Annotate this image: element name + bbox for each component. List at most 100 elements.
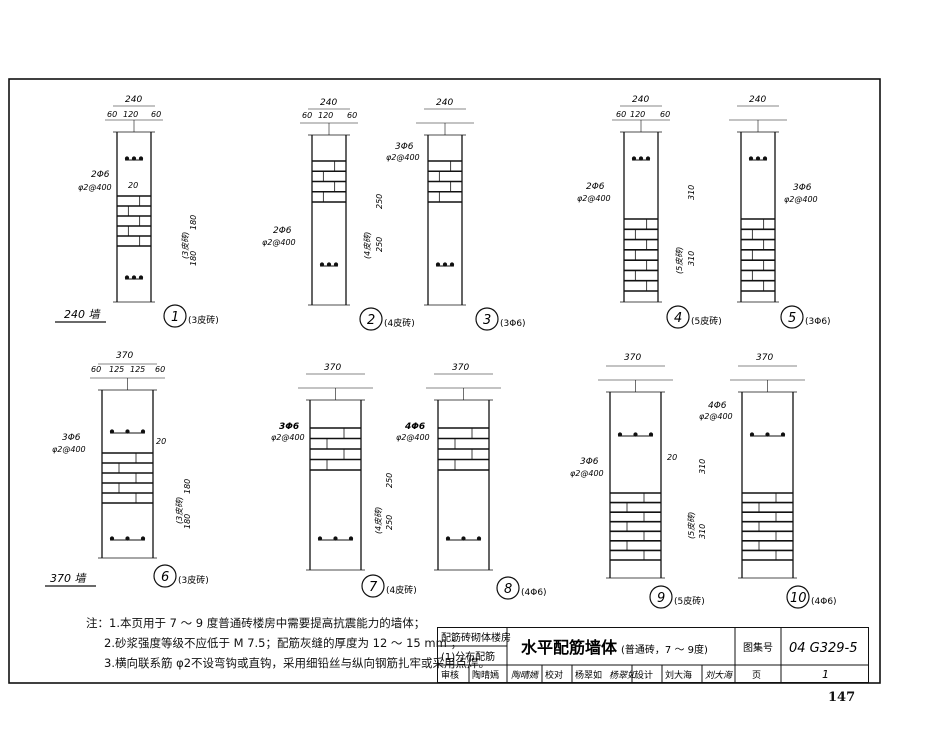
detail-number-2: 2 [367,313,375,328]
detail-circle-9 [649,585,673,609]
rebar-3phi6-4: 3Φ6 [279,422,299,432]
tb-reviewer-sign: 陶晴嫣 [511,670,540,681]
wall-section-8 [426,373,501,571]
detail-circle-3 [475,307,499,331]
detail-tag-2: (4皮砖) [384,317,415,329]
note-2: 2.砂浆强度等级不应低于 M 7.5；配筋灰缝的厚度为 12 ～ 15 mm ； [104,636,462,650]
detail-number-5: 5 [788,311,796,326]
tb-designer: 刘大海 [665,669,692,681]
title-block: 配筋砖砌体楼房 (1)分布配筋 水平配筋墙体 (普通砖，7 ～ 9度) 图集号 … [437,627,869,683]
dim-250-c: 250 [385,473,394,488]
wall-section-4 [612,105,670,303]
wall-section-1 [105,105,163,303]
detail-circle-1 [163,304,187,328]
tie-3: φ2@400 [386,153,420,162]
detail-number-10: 10 [790,591,807,606]
detail-circle-4 [666,305,690,329]
rebar-3phi6-2: 3Φ6 [793,183,812,193]
dim-370-4: 370 [624,353,641,363]
tie-9: φ2@400 [570,469,604,478]
wall-section-7 [298,373,373,571]
rebar-4phi6-1: 4Φ6 [404,422,425,432]
dim-240-5: 240 [749,95,766,105]
tb-page-label: 页 [752,670,761,681]
sheet-border [8,78,881,684]
dim-180-a: 180 [189,215,198,230]
detail-circle-2 [359,307,383,331]
wall-section-6 [90,363,165,559]
dim-60-a: 60 [107,110,117,119]
rebar-3phi6-3: 3Φ6 [62,433,81,443]
tie-1: φ2@400 [78,183,112,192]
page-number: 147 [828,690,856,705]
detail-tag-10: (4Φ6) [811,597,837,607]
courses-3-a: (3皮砖) [181,232,190,259]
rebar-4phi6-2: 4Φ6 [708,401,727,411]
detail-number-6: 6 [161,570,169,585]
dim-180-c: 180 [183,479,192,494]
dim-20-a: 20 [128,181,138,190]
wall-370-label: 370 墙 [50,572,87,585]
detail-circle-8 [496,576,520,600]
rebar-3phi6-1: 3Φ6 [395,142,414,152]
note-3: 3.横向联系筋 φ2不设弯钩或直钩，采用细铅丝与纵向钢筋扎牢或采用点焊。 [104,656,491,670]
dim-125-b: 125 [130,365,145,374]
courses-5-a: (5皮砖) [675,247,684,274]
tb-review-label: 审核 [441,669,459,681]
tb-atlas-no: 04 G329-5 [789,641,858,656]
wall-240-label: 240 墙 [64,308,101,321]
detail-tag-8: (4Φ6) [521,588,547,598]
tb-subcategory: (1)分布配筋 [441,650,495,663]
rebar-3phi6-5: 3Φ6 [580,457,599,467]
rebar-2phi6-3: 2Φ6 [586,182,605,192]
dim-370-3: 370 [452,363,469,373]
detail-tag-9: (5皮砖) [674,595,705,607]
dim-20-c: 20 [667,453,677,462]
tie-10: φ2@400 [699,412,733,421]
tb-reviewer: 陶晴嫣 [472,669,499,681]
tb-page: 1 [822,668,829,681]
tie-7: φ2@400 [271,433,305,442]
courses-4-b: (4皮砖) [374,507,383,534]
dim-60-f: 60 [660,110,670,119]
dim-60-h: 60 [155,365,165,374]
tie-8: φ2@400 [396,433,430,442]
dim-180-b: 180 [189,251,198,266]
dim-120-c: 120 [630,110,645,119]
detail-number-4: 4 [674,311,682,326]
detail-tag-1: (3皮砖) [188,314,219,326]
dim-60-g: 60 [91,365,101,374]
dim-310-d: 310 [698,524,707,539]
dim-370-5: 370 [756,353,773,363]
dim-120-a: 120 [123,110,138,119]
detail-circle-7 [361,574,385,598]
rebar-2phi6-1: 2Φ6 [91,170,110,180]
tb-atlas-label: 图集号 [743,641,773,654]
dim-125-a: 125 [109,365,124,374]
dim-240-2: 240 [320,98,337,108]
dim-370-2: 370 [324,363,341,373]
dim-310-c: 310 [698,459,707,474]
tb-title-note: (普通砖，7 ～ 9度) [621,643,708,656]
rebar-2phi6-2: 2Φ6 [273,226,292,236]
dim-20-b: 20 [156,437,166,446]
courses-5-b: (5皮砖) [687,512,696,539]
tie-4: φ2@400 [577,194,611,203]
dim-240-3: 240 [436,98,453,108]
detail-number-9: 9 [657,591,665,606]
wall-section-5 [729,105,787,303]
note-1: 注：1.本页用于 7 ～ 9 度普通砖楼房中需要提高抗震能力的墙体； [86,616,426,630]
courses-4-a: (4皮砖) [363,232,372,259]
detail-number-8: 8 [504,582,512,597]
dim-240-1: 240 [125,95,142,105]
tie-5: φ2@400 [784,195,818,204]
tb-category: 配筋砖砌体楼房 [441,631,511,644]
detail-tag-4: (5皮砖) [691,315,722,327]
tie-6: φ2@400 [52,445,86,454]
detail-tag-3: (3Φ6) [500,319,526,329]
dim-60-b: 60 [151,110,161,119]
tb-title: 水平配筋墙体 [521,638,618,657]
dim-60-d: 60 [347,111,357,120]
wall-section-3 [416,108,474,306]
detail-circle-5 [780,305,804,329]
